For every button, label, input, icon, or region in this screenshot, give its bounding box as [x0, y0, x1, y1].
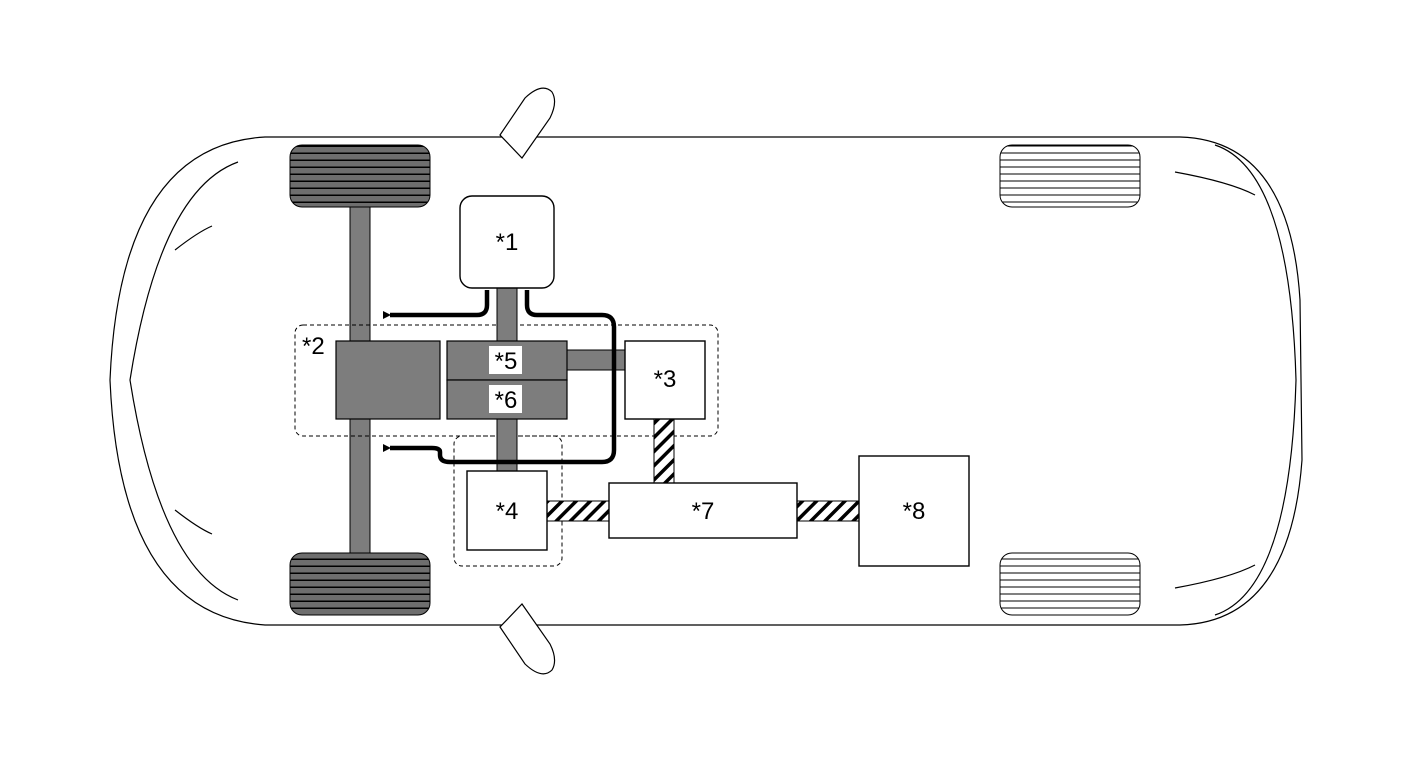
- label-4: *4: [496, 498, 519, 525]
- car-rear-line-lower: [1174, 564, 1256, 589]
- hatched-link-7-to-8: [796, 500, 860, 522]
- label-7: *7: [692, 498, 715, 525]
- power-flow-arrow-upper: [383, 290, 490, 319]
- label-2: *2: [302, 333, 325, 360]
- hatched-link-4-to-7: [546, 500, 610, 522]
- shaft-5-to-3: [566, 349, 626, 371]
- car-rear-line-upper: [1174, 171, 1256, 196]
- car-hood-line-upper: [174, 225, 213, 251]
- label-1: *1: [496, 229, 519, 256]
- tire-front-left: [289, 144, 431, 208]
- label-3: *3: [654, 366, 677, 393]
- component-7-block: [608, 482, 798, 539]
- car-rear-contour: [1214, 144, 1297, 616]
- car-windshield-line: [129, 161, 239, 601]
- power-flow-arrow-lower: [383, 290, 617, 465]
- label-6: *6: [495, 387, 518, 414]
- tire-rear-left: [999, 144, 1141, 208]
- label-8: *8: [903, 498, 926, 525]
- mirror-bottom: [499, 603, 556, 675]
- hatched-link-3-to-7: [653, 418, 675, 484]
- component-2-block: [335, 340, 441, 420]
- mirror-top: [499, 87, 556, 159]
- front-axle-shaft-lower: [349, 418, 371, 554]
- car-body-outline: [109, 136, 1303, 626]
- component-5-label-bg: [489, 346, 522, 374]
- tire-rear-right: [999, 552, 1141, 616]
- component-1-block: [459, 195, 555, 289]
- component-4-block: [466, 470, 548, 551]
- tire-front-right: [289, 552, 431, 616]
- label-5: *5: [495, 348, 518, 375]
- shaft-1-to-5: [496, 287, 518, 342]
- front-axle-shaft-upper: [349, 206, 371, 342]
- car-body: [109, 136, 1303, 626]
- component-3-block: [624, 340, 706, 420]
- car-hood-line-lower: [174, 509, 213, 535]
- component-6-label-bg: [489, 385, 522, 413]
- component-8-block: [858, 455, 970, 567]
